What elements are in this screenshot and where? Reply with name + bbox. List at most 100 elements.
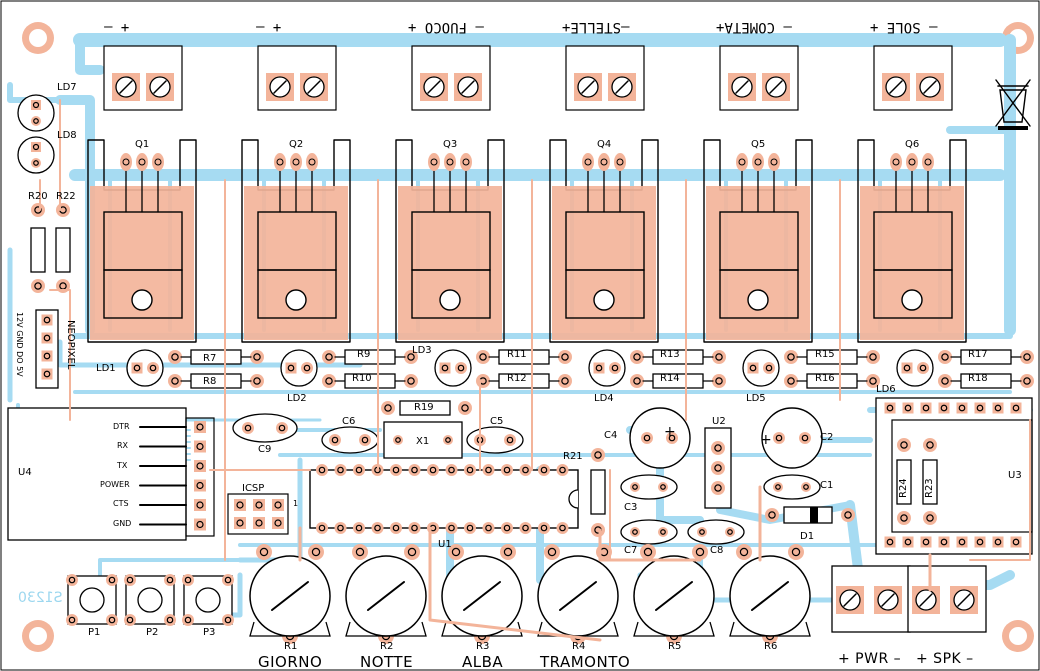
heatsink-3 [395, 139, 505, 343]
pad [630, 527, 640, 537]
pad-hole [940, 404, 948, 412]
trimmer-pad [448, 544, 464, 560]
pad-hole [392, 466, 400, 474]
pad-hole [869, 377, 877, 385]
r14-label: R14 [660, 373, 680, 384]
pad-hole [411, 466, 418, 474]
pad-hole [384, 404, 392, 412]
ld8-label: LD8 [57, 130, 77, 141]
transistor-tab [411, 269, 491, 319]
pad-hole [274, 519, 282, 527]
ic-pin [353, 464, 365, 476]
pad-hole [133, 364, 141, 372]
pad-hole [714, 484, 722, 492]
c5-label: C5 [490, 416, 504, 427]
led-pad [31, 158, 41, 168]
pad [897, 511, 911, 525]
c9-label: C9 [258, 444, 272, 455]
regulator-pad [711, 461, 725, 475]
pad-hole [485, 466, 492, 474]
u3-pad-top [956, 402, 968, 414]
pad-hole [770, 158, 778, 166]
pushbutton-cap [195, 587, 221, 613]
pad-hole [616, 158, 624, 166]
resistor-body [344, 373, 396, 389]
u3-pad-top [974, 402, 986, 414]
transistor-pad [906, 153, 918, 171]
u4-pin-cts: CTS [113, 499, 129, 508]
screw-slot [735, 80, 749, 94]
pad [404, 350, 418, 364]
q4-label: Q4 [597, 139, 612, 150]
pad [168, 374, 182, 388]
screw-slot [769, 80, 783, 94]
pad-hole [441, 364, 449, 372]
pad-hole [33, 160, 39, 166]
ld4-label: LD4 [594, 393, 614, 404]
ic-pin [501, 522, 513, 534]
ic-pin [390, 464, 402, 476]
pad-hole [738, 158, 746, 166]
pad-hole [1023, 377, 1031, 385]
screw-slot [615, 80, 629, 94]
pad-hole [547, 547, 557, 557]
x1-label: X1 [416, 436, 430, 447]
pad-hole [445, 437, 451, 443]
pad-hole [595, 364, 603, 372]
r18-label: R18 [968, 373, 988, 384]
u3-pad-bottom [938, 536, 950, 548]
u3-pad-bottom [992, 536, 1004, 548]
pad-hole [466, 466, 474, 474]
transistor-tab [257, 269, 337, 319]
pad [712, 374, 726, 388]
transistor-tab [873, 269, 953, 319]
trimmer-pad [308, 544, 324, 560]
led-pad [147, 362, 159, 374]
pad [658, 482, 668, 492]
pad-hole [633, 377, 641, 385]
transistor-pad [460, 153, 472, 171]
pad-hole [126, 616, 134, 624]
pad-hole [292, 158, 300, 166]
label-pwr: + PWR – [838, 651, 902, 667]
u4-pin-rx: RX [117, 441, 129, 450]
pad-hole [503, 547, 513, 557]
pad [784, 350, 798, 364]
diode-d1 [783, 506, 833, 524]
pad-hole [1023, 353, 1031, 361]
icsp-pin1-label: 1 [293, 499, 299, 508]
led-body-3 [434, 349, 472, 387]
resistor-body [960, 349, 1012, 365]
transistor-pad [768, 153, 780, 171]
pad [504, 434, 516, 446]
p2-label: P2 [146, 627, 159, 638]
transistor-pad [274, 153, 286, 171]
pad-hole [900, 514, 908, 522]
c2-label: C2 [820, 432, 834, 443]
pad-hole [869, 353, 877, 361]
transistor-pad [598, 153, 610, 171]
pad [443, 435, 453, 445]
label-spk: + SPK – [916, 651, 974, 667]
u3-pad-top [920, 402, 932, 414]
led-pad [455, 362, 467, 374]
pad-hole [355, 524, 363, 532]
screw-slot [307, 80, 321, 94]
trace [969, 419, 1031, 561]
label-giorno: GIORNO [258, 653, 323, 671]
r6-trimmer-label: R6 [764, 641, 778, 652]
pad [404, 374, 418, 388]
u1-label: U1 [438, 539, 452, 550]
pad [276, 422, 288, 434]
pad-hole [522, 466, 529, 474]
pad [558, 350, 572, 364]
pad-hole [559, 466, 566, 474]
pad [322, 350, 336, 364]
r9-label: R9 [357, 349, 371, 360]
pad-hole [303, 364, 311, 372]
r4-trimmer-label: R4 [572, 641, 586, 652]
screw-slot [427, 80, 441, 94]
pad-hole [68, 576, 76, 584]
icsp-pad [253, 499, 265, 511]
